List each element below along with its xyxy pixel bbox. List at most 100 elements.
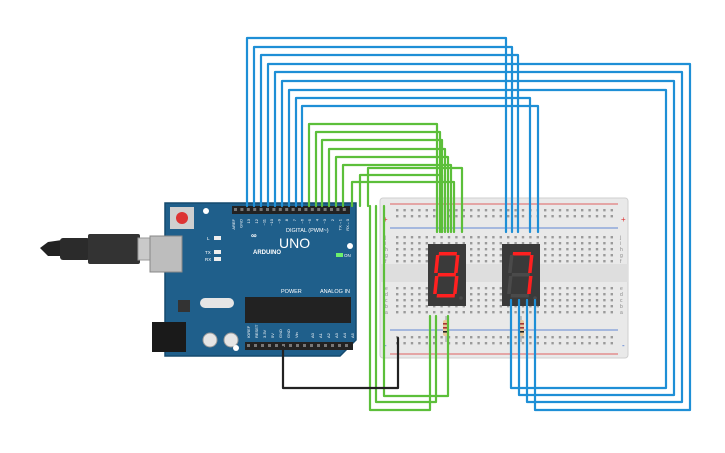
row-letter: f — [620, 259, 622, 265]
digital-pin-header[interactable] — [232, 206, 350, 214]
header-pin[interactable] — [253, 208, 257, 211]
header-pin[interactable] — [259, 208, 263, 211]
header-pin[interactable] — [282, 344, 285, 347]
segment-a — [512, 252, 531, 256]
header-pin[interactable] — [330, 208, 333, 211]
header-pin[interactable] — [324, 344, 327, 347]
seven-segment-display-1[interactable] — [428, 244, 466, 306]
power-analog-pin-header[interactable] — [245, 342, 353, 350]
header-pin[interactable] — [310, 344, 313, 347]
wire-green[interactable] — [366, 166, 464, 234]
pin-label: 4 — [315, 218, 320, 221]
plus-top-right: + — [621, 215, 626, 224]
wire-green[interactable] — [358, 173, 444, 234]
pin-label: A0 — [310, 332, 315, 338]
wire-green[interactable] — [341, 163, 453, 234]
header-pin[interactable] — [268, 344, 271, 347]
pin-label: ~11 — [261, 218, 266, 225]
row-letter: i — [385, 241, 386, 247]
header-pin[interactable] — [291, 208, 295, 211]
wire-blue[interactable] — [280, 79, 676, 397]
pin-label: GND — [239, 219, 244, 228]
row-letter: e — [385, 286, 388, 292]
wire-blue[interactable] — [294, 96, 532, 234]
wire-blue[interactable] — [245, 36, 508, 234]
wire-green[interactable] — [368, 204, 432, 412]
pin-label: 7 — [292, 218, 297, 221]
header-pin[interactable] — [278, 208, 282, 211]
power-label: POWER — [281, 289, 302, 295]
header-pin[interactable] — [336, 208, 340, 211]
header-pin[interactable] — [234, 208, 237, 211]
header-pin[interactable] — [296, 344, 299, 347]
wire-green[interactable] — [334, 155, 450, 234]
capacitor-2 — [223, 332, 239, 348]
header-pin[interactable] — [285, 208, 289, 211]
row-letter: d — [620, 292, 623, 298]
header-pin[interactable] — [303, 344, 306, 347]
pin-label: RESET — [254, 324, 259, 338]
wire-blue[interactable] — [300, 104, 540, 234]
l-label: L — [207, 236, 210, 241]
row-letter: g — [385, 253, 388, 259]
segment-dp — [533, 296, 537, 300]
analog-label: ANALOG IN — [320, 289, 350, 295]
header-pin[interactable] — [345, 344, 348, 347]
pin-label: 3.3V — [262, 329, 267, 338]
header-pin[interactable] — [331, 344, 334, 347]
wire-green[interactable] — [350, 180, 456, 234]
segment-c — [527, 276, 533, 294]
header-pin[interactable] — [342, 208, 346, 211]
pin-label: ~5 — [307, 218, 312, 223]
header-pin[interactable] — [272, 208, 276, 211]
header-pin[interactable] — [317, 344, 320, 347]
wire-blue[interactable] — [266, 62, 692, 412]
led-rx — [214, 257, 221, 261]
header-pin[interactable] — [247, 344, 250, 347]
usb-cable-end — [40, 240, 64, 256]
header-pin[interactable] — [289, 344, 292, 347]
usb-cable[interactable] — [40, 234, 169, 264]
wires[interactable] — [245, 36, 692, 412]
crystal — [200, 298, 234, 308]
header-pin[interactable] — [254, 344, 257, 347]
segment-g — [437, 273, 456, 277]
wire-blue[interactable] — [287, 88, 668, 390]
pin-label: 8 — [284, 218, 289, 221]
header-pin[interactable] — [323, 208, 327, 211]
header-pin[interactable] — [304, 208, 308, 211]
arduino-uno-board[interactable]: ∞ ARDUINO UNO DIGITAL (PWM~) ANALOG IN P… — [149, 202, 357, 357]
segment-f — [508, 255, 514, 273]
header-pin[interactable] — [298, 208, 301, 211]
row-letter: i — [620, 241, 621, 247]
header-pin[interactable] — [338, 344, 341, 347]
row-letter: c — [385, 298, 388, 304]
header-pin[interactable] — [261, 344, 264, 347]
pin-label: GND — [286, 329, 291, 338]
wire-blue[interactable] — [252, 45, 514, 234]
board-model: UNO — [279, 235, 310, 251]
wire-blue[interactable] — [259, 53, 520, 234]
seven-segment-display-2[interactable] — [502, 244, 540, 306]
reset-button[interactable] — [176, 212, 188, 224]
header-pin[interactable] — [266, 208, 269, 211]
wire-green[interactable] — [327, 147, 447, 234]
header-pin[interactable] — [246, 208, 250, 211]
row-letter: c — [620, 298, 623, 304]
header-pin[interactable] — [275, 344, 278, 347]
pin-label: ~9 — [277, 218, 282, 223]
header-pin[interactable] — [317, 208, 321, 211]
mount-hole — [347, 243, 353, 249]
pin-label: IOREF — [246, 325, 251, 338]
header-pin[interactable] — [240, 208, 244, 211]
wire-black-ground[interactable] — [281, 336, 400, 390]
header-pin[interactable] — [310, 208, 314, 211]
power-jack — [152, 322, 186, 352]
wire-blue[interactable] — [273, 70, 684, 404]
wire-green[interactable] — [307, 122, 439, 234]
wire-green[interactable] — [374, 204, 438, 404]
wire-green[interactable] — [382, 204, 450, 398]
row-letter: j — [619, 235, 621, 241]
